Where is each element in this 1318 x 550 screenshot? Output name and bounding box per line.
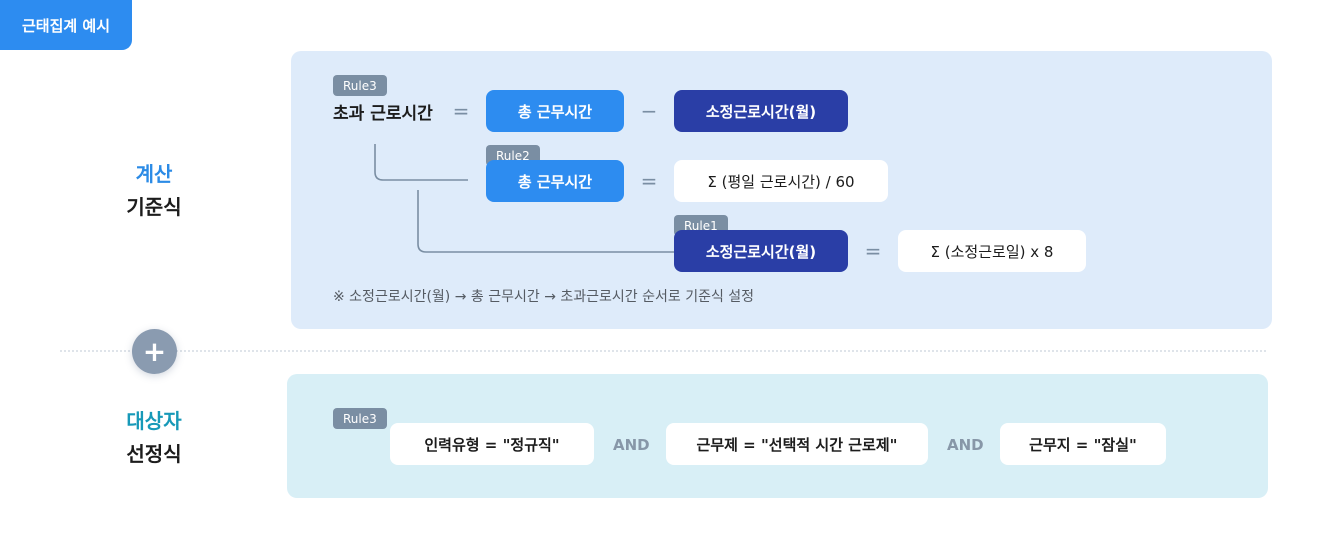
rule3-badge: Rule3 <box>333 75 387 96</box>
rule2-formula-box: Σ (평일 근로시간) / 60 <box>674 160 888 202</box>
condition-work-system: 근무제 = "선택적 시간 근로제" <box>666 423 928 465</box>
and-operator-1: AND <box>613 436 650 454</box>
condition-employment-type: 인력유형 = "정규직" <box>390 423 594 465</box>
rule1-standard-hours-box: 소정근로시간(월) <box>674 230 848 272</box>
plus-icon: + <box>132 329 177 374</box>
target-label-top: 대상자 <box>126 409 182 433</box>
target-rule3-badge: Rule3 <box>333 408 387 429</box>
rule1-formula-box: Σ (소정근로일) x 8 <box>898 230 1086 272</box>
rule3-lhs: 초과 근로시간 <box>333 104 433 124</box>
rule3-total-work-hours-box: 총 근무시간 <box>486 90 624 132</box>
calc-order-note: ※ 소정근로시간(월) → 총 근무시간 → 초과근로시간 순서로 기준식 설정 <box>333 289 755 305</box>
rule1-equals: = <box>864 239 882 263</box>
and-operator-2: AND <box>947 436 984 454</box>
rule2-equals: = <box>640 169 658 193</box>
calc-label-bottom: 기준식 <box>126 195 182 219</box>
connector-rule3-rule2 <box>374 144 468 181</box>
target-label-bottom: 선정식 <box>126 442 182 466</box>
rule3-equals: = <box>452 99 470 123</box>
section-divider <box>60 350 1266 352</box>
connector-rule2-rule1 <box>417 190 676 253</box>
condition-work-location: 근무지 = "잠실" <box>1000 423 1166 465</box>
rule3-standard-hours-box: 소정근로시간(월) <box>674 90 848 132</box>
calc-section-label: 계산 기준식 <box>84 158 224 224</box>
target-section-label: 대상자 선정식 <box>84 405 224 471</box>
page-title-tag: 근태집계 예시 <box>0 0 132 50</box>
rule3-minus: − <box>640 99 658 123</box>
rule2-total-work-hours-box: 총 근무시간 <box>486 160 624 202</box>
calc-label-top: 계산 <box>135 162 173 186</box>
